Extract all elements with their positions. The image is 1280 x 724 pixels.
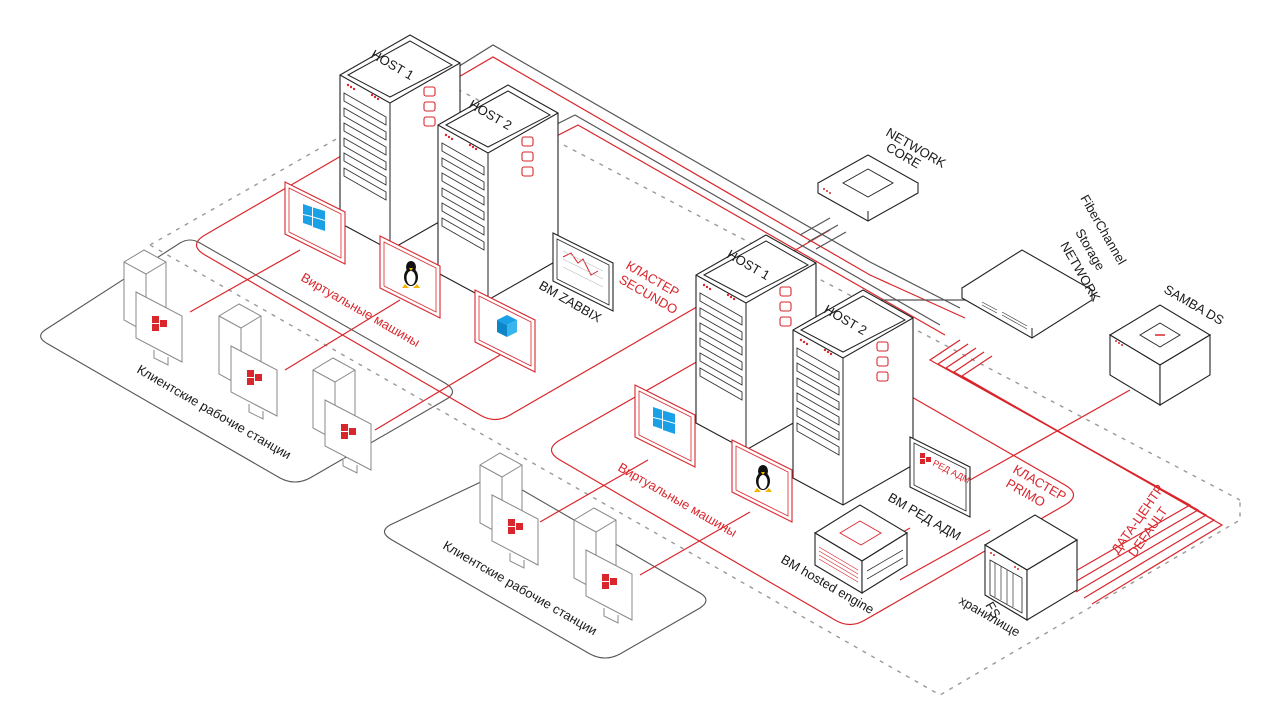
network-core-switch[interactable] [816,154,920,222]
secundo-vm-windows[interactable] [284,181,346,265]
workstation-2-2[interactable] [573,507,633,624]
secundo-vm-linux[interactable] [379,235,441,319]
datacenter-zone-outline [149,79,1241,696]
cluster-primo-outline [550,349,1075,626]
network-links [444,44,1224,605]
vm-workstation-links [189,249,751,576]
cube-icon [497,315,517,337]
secundo-vm-cube[interactable] [474,289,536,373]
primo-host-1[interactable]: HOST 1 [695,234,817,451]
secundo-host-1[interactable]: HOST 1 [339,34,461,251]
workstation-2-1[interactable] [479,452,539,569]
fs-storage[interactable] [983,514,1079,621]
workstation-1-1[interactable] [123,249,183,366]
workstation-zone-1 [40,239,454,483]
workstation-1-3[interactable] [312,357,372,474]
chart-monitor-icon [562,252,599,276]
primo-host-2[interactable]: HOST 2 [792,289,914,506]
primo-vm-linux[interactable] [731,439,793,523]
samba-ds-storage[interactable] [1108,304,1212,406]
fs-label: FS [982,599,1003,621]
fiberchannel-storage-switch[interactable] [960,249,1094,339]
secundo-host-2[interactable]: HOST 2 [437,84,559,301]
workstation-1-2[interactable] [218,303,278,420]
workstation-zone-2 [383,476,707,659]
vm-hosted-engine[interactable] [813,504,909,594]
primo-vm-windows[interactable] [634,384,696,468]
vm-zabbix[interactable] [552,232,614,312]
cluster-secundo-outline [195,229,831,421]
